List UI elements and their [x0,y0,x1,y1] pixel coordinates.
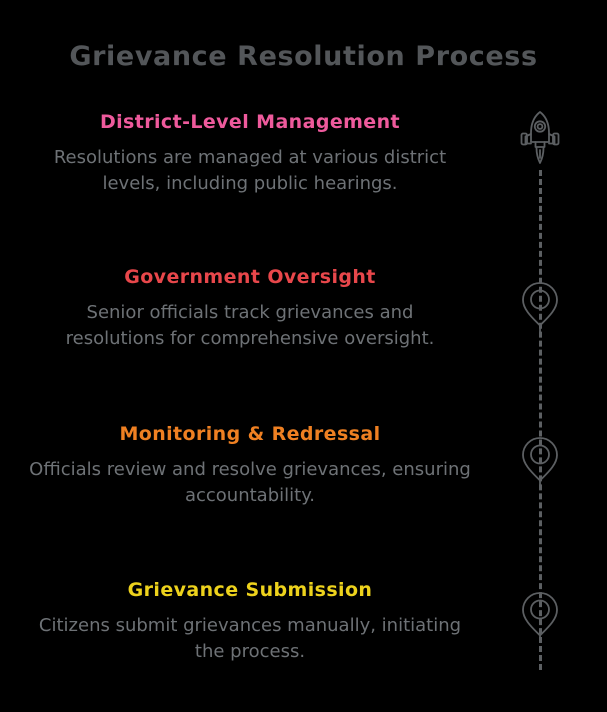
page-title: Grievance Resolution Process [69,41,538,72]
timeline-node [510,108,570,168]
map-pin-icon [519,435,561,489]
timeline-step: Grievance Submission Citizens submit gri… [10,578,490,665]
timeline-node [510,587,570,647]
timeline-rail [500,100,580,680]
timeline-node [510,277,570,337]
timeline-node [510,432,570,492]
steps-column: District-Level Management Resolutions ar… [10,110,490,665]
map-pin-icon [519,590,561,644]
timeline-step: District-Level Management Resolutions ar… [10,110,490,197]
timeline-connector-line [539,170,542,670]
step-heading: District-Level Management [99,111,401,133]
step-description: Senior officials track grievances and re… [65,302,435,349]
map-pin-icon [519,280,561,334]
timeline-step: Government Oversight Senior officials tr… [10,265,490,352]
step-description: Citizens submit grievances manually, ini… [38,615,462,662]
step-heading: Grievance Submission [127,579,373,601]
step-description: Resolutions are managed at various distr… [53,147,447,194]
step-heading: Government Oversight [124,266,376,288]
timeline-step: Monitoring & Redressal Officials review … [10,422,490,509]
rocket-icon [518,109,562,167]
step-heading: Monitoring & Redressal [119,423,381,445]
step-description: Officials review and resolve grievances,… [29,459,471,506]
